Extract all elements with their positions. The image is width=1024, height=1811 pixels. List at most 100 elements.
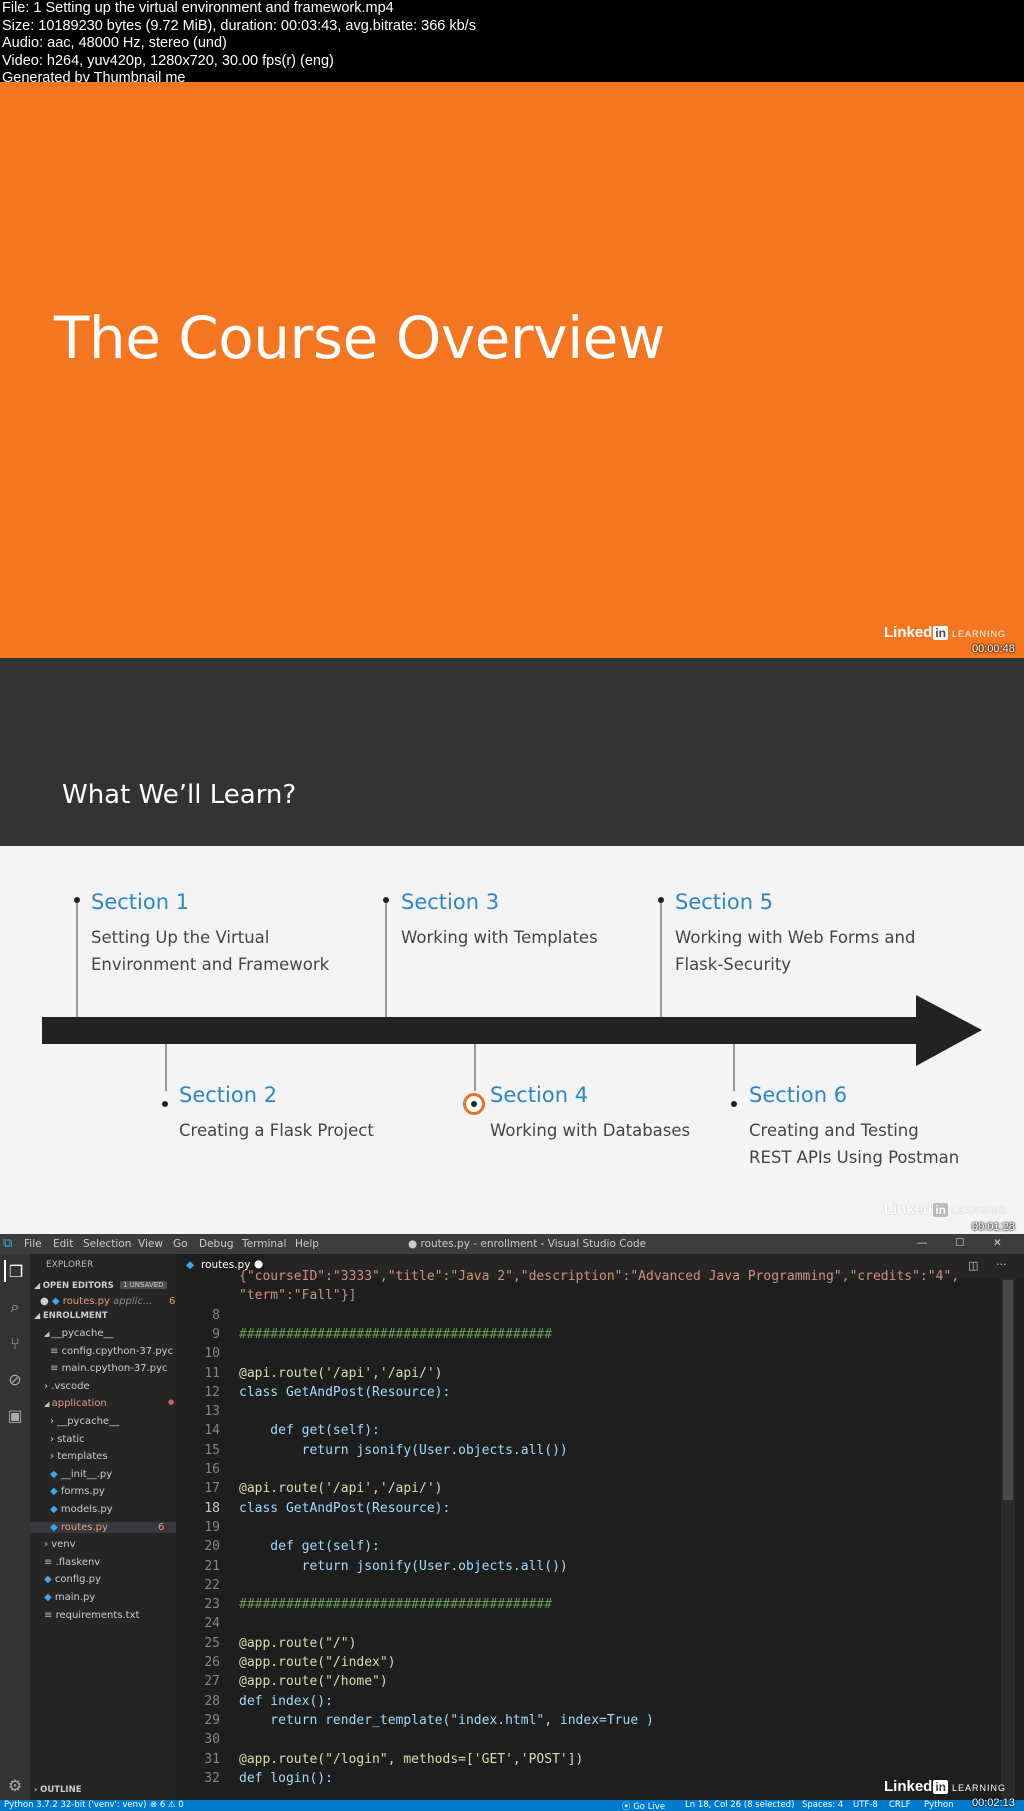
editor-scrollbar[interactable] (1001, 1278, 1015, 1800)
more-actions-icon[interactable]: ··· (996, 1258, 1007, 1271)
tree-item-label: __pycache__ (57, 1416, 120, 1427)
tree-item[interactable]: › static (50, 1434, 85, 1445)
active-section-marker (463, 1093, 485, 1115)
explorer-icon[interactable]: ❐ (4, 1260, 26, 1282)
line-ending[interactable]: CRLF (889, 1800, 911, 1810)
code-line: {"courseID":"3333","title":"Java 2","des… (239, 1269, 960, 1284)
menu-selection[interactable]: Selection (83, 1238, 132, 1250)
outline-header[interactable]: › OUTLINE (34, 1785, 82, 1795)
tree-item[interactable]: ≡ .flaskenv (44, 1557, 100, 1568)
editor-area: ◆ routes.py ● ◫ ··· {"courseID":"3333","… (176, 1254, 1024, 1800)
timeline-connector (165, 1044, 167, 1091)
menu-terminal[interactable]: Terminal (242, 1238, 287, 1250)
code-line: ######################################## (239, 1326, 553, 1342)
tree-item[interactable]: ≡ main.cpython-37.pyc (50, 1363, 167, 1374)
tree-item[interactable]: › __pycache__ (50, 1416, 119, 1427)
header-line: Size: 10189230 bytes (9.72 MiB), duratio… (2, 17, 476, 34)
chevron-right-icon: › (50, 1433, 58, 1445)
line-number: 10 (204, 1346, 220, 1362)
minimize-button[interactable]: — (917, 1237, 928, 1249)
menu-file[interactable]: File (24, 1238, 42, 1250)
tree-item[interactable]: › templates (50, 1451, 108, 1462)
encoding[interactable]: UTF-8 (853, 1800, 878, 1810)
language-mode[interactable]: Python (924, 1800, 954, 1810)
menu-help[interactable]: Help (295, 1238, 319, 1250)
tree-item-label: models.py (60, 1504, 113, 1515)
code-editor[interactable]: {"courseID":"3333","title":"Java 2","des… (176, 1269, 1024, 1800)
project-header[interactable]: ◢ ENROLLMENT (34, 1311, 108, 1321)
tree-item-label: main.py (54, 1592, 96, 1603)
tree-item[interactable]: ◢ __pycache__ (44, 1328, 114, 1339)
title-bar: ⧉ File Edit Selection View Go Debug Term… (0, 1234, 1024, 1254)
python-file-icon: ◆ (51, 1296, 60, 1307)
extensions-icon[interactable]: ▣ (7, 1405, 23, 1425)
tree-item-label: venv (51, 1539, 76, 1551)
open-editors-header[interactable]: ◢ OPEN EDITORS 1 UNSAVED (34, 1280, 176, 1293)
tree-item[interactable]: ≡ requirements.txt (44, 1610, 139, 1621)
line-number: 29 (204, 1712, 220, 1728)
menu-debug[interactable]: Debug (199, 1238, 234, 1250)
indentation[interactable]: Spaces: 4 (802, 1800, 844, 1810)
chevron-right-icon: › (44, 1380, 52, 1392)
header-line: File: 1 Setting up the virtual environme… (2, 0, 394, 16)
open-editor-item[interactable]: ● ◆ routes.py applic... 6 (40, 1296, 176, 1307)
chevron-right-icon: › (50, 1451, 58, 1463)
slide-heading: What We’ll Learn? (62, 780, 297, 810)
tree-item[interactable]: ◆ config.py (44, 1574, 101, 1585)
debug-icon[interactable]: ⊘ (8, 1369, 22, 1389)
source-control-icon[interactable]: ⑂ (10, 1333, 20, 1353)
settings-gear-icon[interactable]: ⚙ (7, 1775, 23, 1795)
tree-item-label: templates (57, 1451, 108, 1463)
tree-item-label: forms.py (60, 1486, 105, 1498)
menu-edit[interactable]: Edit (53, 1238, 74, 1250)
code-line: ######################################## (239, 1597, 553, 1613)
code-line: @api.route('/api','/api/') (239, 1365, 443, 1381)
menu-go[interactable]: Go (173, 1238, 188, 1250)
python-file-icon: ◆ (50, 1521, 61, 1533)
tree-item[interactable]: ◢ application● (44, 1398, 174, 1410)
tree-item[interactable]: ◆ __init__.py (50, 1469, 112, 1480)
python-file-icon: ◆ (44, 1592, 55, 1603)
code-line: @app.route("/index") (239, 1655, 396, 1670)
line-number: 15 (204, 1442, 220, 1458)
tree-item[interactable]: ◆ forms.py (50, 1486, 105, 1497)
split-editor-icon[interactable]: ◫ (968, 1259, 979, 1272)
frame-timestamp: 00:02:13 (972, 1797, 1015, 1809)
tree-item-label: __pycache__ (51, 1328, 114, 1339)
unsaved-badge: 1 UNSAVED (120, 1281, 167, 1289)
tree-item[interactable]: ≡ config.cpython-37.pyc (50, 1346, 173, 1357)
frame-timestamp: 00:00:48 (972, 643, 1015, 655)
line-number: 28 (204, 1693, 220, 1709)
tree-item-label: application (51, 1398, 107, 1410)
explorer-sidebar: EXPLORER ◢ OPEN EDITORS 1 UNSAVED ● ◆ ro… (30, 1254, 176, 1800)
line-number: 31 (204, 1751, 220, 1767)
tree-item[interactable]: › .vscode (44, 1381, 90, 1392)
tree-item-label: static (57, 1433, 85, 1445)
line-number: 32 (204, 1770, 220, 1786)
timeline-dot (731, 1101, 737, 1107)
search-icon[interactable]: ⌕ (10, 1297, 20, 1316)
activity-bar: ❐ ⌕ ⑂ ⊘ ▣ ⚙ (0, 1254, 30, 1800)
status-bar: Python 3.7.2 32-bit ('venv': venv) ⊗ 6 ⚠… (0, 1800, 1024, 1811)
python-file-icon: ◆ (50, 1486, 61, 1498)
timeline-dot (74, 897, 80, 903)
timeline-connector (733, 1044, 735, 1091)
tree-item[interactable]: › venv (44, 1539, 76, 1550)
python-interpreter[interactable]: Python 3.7.2 32-bit ('venv': venv) (4, 1800, 147, 1810)
tab-routes-py[interactable]: ◆ routes.py ● (176, 1254, 264, 1278)
timeline-connector (385, 900, 387, 1017)
line-number: 23 (204, 1597, 220, 1613)
cursor-position[interactable]: Ln 18, Col 26 (8 selected) (685, 1800, 795, 1810)
tree-item[interactable]: ◆ models.py (50, 1504, 113, 1515)
go-live-button[interactable]: ⦿ Go Live (622, 1802, 666, 1811)
maximize-button[interactable]: ☐ (955, 1237, 965, 1249)
tree-item[interactable]: ◆ main.py (44, 1592, 95, 1603)
menu-view[interactable]: View (138, 1238, 163, 1250)
line-number: 24 (204, 1616, 220, 1632)
problems-count[interactable]: ⊗ 6 ⚠ 0 (150, 1800, 184, 1810)
close-button[interactable]: ✕ (993, 1237, 1002, 1249)
